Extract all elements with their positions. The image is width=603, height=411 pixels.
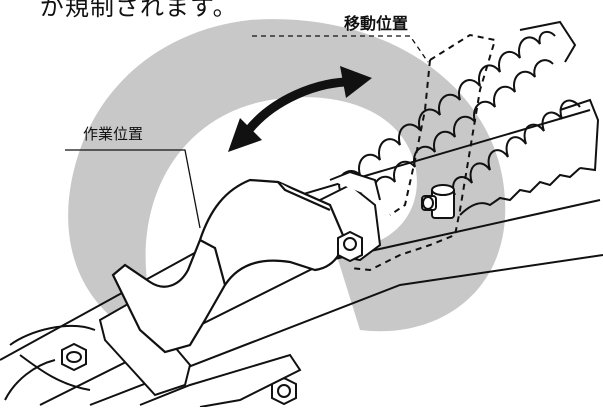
label-work-position: 作業位置 bbox=[83, 125, 144, 143]
rod-end-bolt bbox=[421, 184, 455, 219]
watermark-ring bbox=[68, 19, 506, 346]
spring-upper bbox=[338, 20, 577, 211]
leader-lines bbox=[65, 35, 429, 229]
lever-work-position bbox=[111, 178, 347, 354]
double-headed-curved-arrow-icon bbox=[228, 66, 372, 152]
lever-pivot-bolt bbox=[337, 230, 363, 263]
bolt-bottom-left bbox=[61, 342, 87, 372]
bracket-plate bbox=[98, 298, 302, 408]
spring-lower bbox=[452, 98, 600, 216]
caption-fragment: が規制されます。 bbox=[40, 0, 238, 21]
label-travel-position: 移動位置 bbox=[344, 14, 409, 33]
